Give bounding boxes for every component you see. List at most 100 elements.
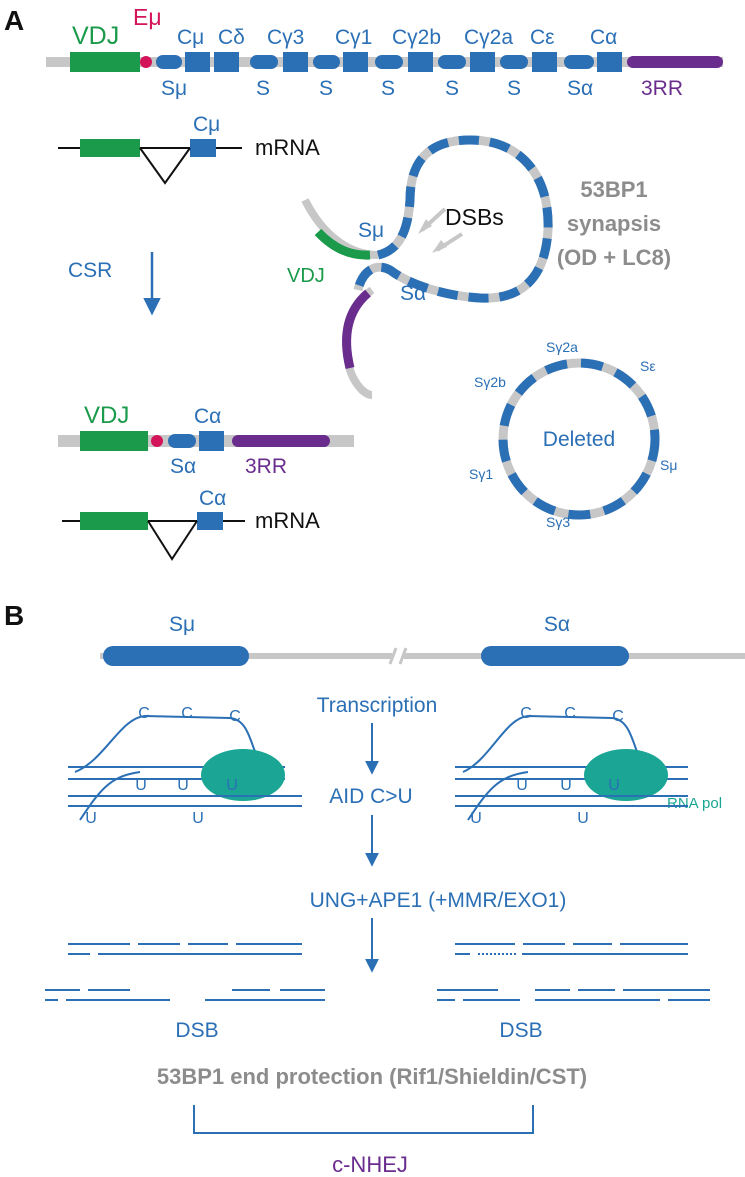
- dsb-left: [45, 989, 325, 1001]
- u-dna-left: [68, 795, 302, 807]
- sg3-switch-label: S: [256, 77, 270, 100]
- smu-b-label: Sμ: [169, 613, 195, 636]
- loop-3rr-segment: [342, 289, 372, 370]
- switched-calpha-label: Cα: [194, 405, 221, 428]
- mrna-top-cmu: [190, 139, 216, 157]
- switched-3rr-label: 3RR: [245, 455, 287, 478]
- emu-label: Eμ: [133, 4, 162, 30]
- u-dna-right: [455, 795, 688, 807]
- circle-sg1-label: Sγ1: [469, 466, 493, 482]
- right-transcription: [455, 714, 688, 821]
- switched-locus: [58, 431, 354, 451]
- circle-sg2b-label: Sγ2b: [474, 374, 506, 390]
- mrna-top-splice: [139, 147, 191, 185]
- step-aid: AID C>U: [329, 785, 412, 808]
- cg2a-exon: [470, 52, 495, 72]
- left-c-1: C: [138, 705, 150, 722]
- loop-smu-label: Sμ: [358, 219, 384, 242]
- u-left-2: U: [177, 777, 189, 794]
- loop-vdj-segment: [314, 228, 371, 260]
- 3rr-region: [627, 56, 723, 68]
- synapsis-loop: [301, 135, 553, 399]
- sg1-switch-label: S: [319, 77, 333, 100]
- nicked-dna-left: [68, 943, 302, 955]
- left-transcription: [68, 714, 285, 821]
- mrna-bottom-calpha: [197, 512, 223, 530]
- rna-pol-label: RNA pol: [667, 795, 722, 812]
- circle-sg2a-label: Sγ2a: [546, 339, 578, 355]
- u-left-3: U: [226, 777, 238, 794]
- smu-bar: [103, 646, 249, 666]
- right-c-1: C: [520, 705, 532, 722]
- dsb-right-label: DSB: [499, 1019, 542, 1042]
- mrna-bottom: [62, 512, 245, 561]
- end-protection-label: 53BP1 end protection (Rif1/Shieldin/CST): [157, 1064, 587, 1089]
- mrna-top-exon-label: Cμ: [193, 113, 220, 136]
- dsbs-label: DSBs: [445, 204, 504, 230]
- synapsis-line-1: 53BP1: [580, 177, 647, 202]
- left-rna-pol: [201, 749, 285, 801]
- step-ung: UNG+APE1 (+MMR/EXO1): [310, 889, 567, 912]
- sg2a-switch-label: S: [445, 77, 459, 100]
- switch-locus-b: [100, 646, 745, 666]
- loop-switch-dashes: [353, 135, 553, 303]
- cdelta-exon: [214, 52, 239, 72]
- dsb-right: [437, 989, 710, 1001]
- mrna-top-vdj: [80, 139, 140, 157]
- mrna-bottom-label: mRNA: [255, 508, 320, 533]
- synapsis-line-3: (OD + LC8): [557, 245, 671, 270]
- switched-3rr: [232, 435, 330, 447]
- right-rna-pol: [584, 749, 668, 801]
- switched-salpha: [168, 434, 196, 448]
- u-right-5: U: [577, 810, 589, 827]
- ce-label: Cε: [530, 26, 555, 49]
- circle-smu-label: Sμ: [660, 457, 677, 473]
- left-displaced-strand: [79, 771, 141, 821]
- break-mark-1: [388, 647, 398, 665]
- se-switch-label: S: [507, 77, 521, 100]
- u-right-2: U: [560, 777, 572, 794]
- loop-vdj-label: VDJ: [287, 265, 325, 287]
- sg2a-region: [438, 55, 466, 69]
- dsb-left-label: DSB: [175, 1019, 218, 1042]
- deleted-circle: [498, 358, 660, 520]
- cg2a-label: Cγ2a: [464, 26, 513, 49]
- ce-exon: [532, 52, 557, 72]
- u-right-1: U: [516, 777, 528, 794]
- sa-switch-label: Sα: [567, 77, 593, 100]
- panel-b-label: B: [4, 600, 24, 631]
- nicked-dna-right: [455, 943, 688, 955]
- ca-label: Cα: [590, 26, 617, 49]
- vdj-label: VDJ: [72, 22, 119, 50]
- circle-switch-dashes: [498, 358, 660, 520]
- sg1-region: [313, 55, 340, 69]
- cdelta-label: Cδ: [218, 26, 245, 49]
- dsb-arrowhead-2: [432, 240, 447, 253]
- smu-region: [156, 55, 182, 69]
- mrna-bottom-splice: [147, 520, 198, 561]
- sg2b-switch-label: S: [381, 77, 395, 100]
- cg3-exon: [283, 52, 308, 72]
- salpha-bar: [481, 646, 629, 666]
- switched-emu: [151, 435, 163, 447]
- switched-vdj: [80, 431, 148, 451]
- sg3-region: [250, 55, 278, 69]
- switched-calpha: [199, 431, 224, 451]
- left-c-3: C: [229, 708, 241, 725]
- deleted-label: Deleted: [543, 428, 615, 451]
- sa-region: [564, 55, 594, 69]
- loop-salpha-label: Sα: [400, 282, 426, 305]
- emu-enhancer: [140, 56, 152, 68]
- cg2b-label: Cγ2b: [392, 26, 441, 49]
- u-left-4: U: [85, 810, 97, 827]
- panel-a-label: A: [4, 5, 24, 36]
- circle-sg3-label: Sγ3: [546, 514, 570, 530]
- left-c-2: C: [181, 705, 193, 722]
- step-transcription: Transcription: [317, 694, 438, 717]
- csr-label: CSR: [68, 259, 112, 282]
- switched-salpha-label: Sα: [170, 455, 196, 478]
- sg2b-region: [375, 55, 403, 69]
- u-left-1: U: [135, 777, 147, 794]
- 3rr-label: 3RR: [641, 77, 683, 100]
